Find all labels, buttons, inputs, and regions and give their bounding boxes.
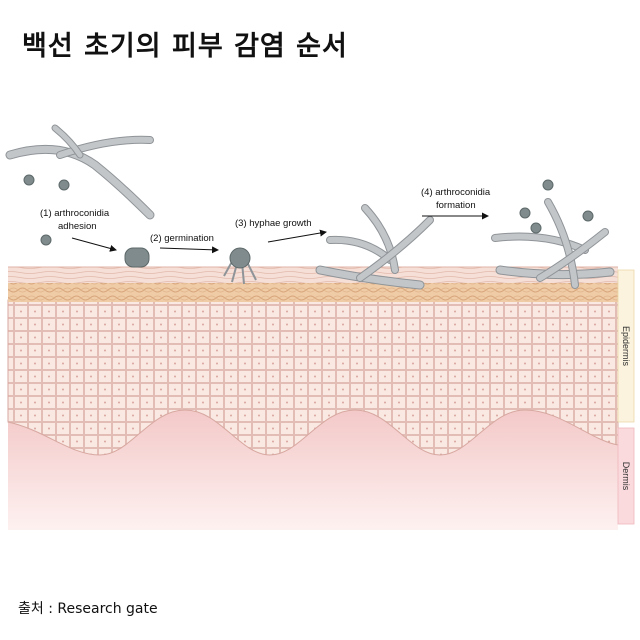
hyphae-top-left	[5, 124, 155, 220]
step4-label-line2: formation	[436, 200, 476, 211]
step3-arrow	[267, 229, 327, 243]
page-title: 백선 초기의 피부 감염 순서	[22, 31, 348, 62]
dermis-label: Dermis	[621, 462, 631, 491]
step1-label-line1: (1) arthroconidia	[40, 208, 110, 219]
step2-label: (2) germination	[150, 233, 214, 244]
source-credit: 출처 : Research gate	[18, 601, 158, 617]
new-arthroconidia	[519, 179, 594, 234]
adhered-spore	[124, 247, 150, 268]
stratum-corneum	[8, 267, 618, 283]
step1-arrow	[71, 237, 117, 252]
epidermis-label: Epidermis	[621, 326, 631, 367]
dermis-bar	[617, 427, 635, 525]
step1-label-line2: adhesion	[58, 221, 97, 232]
epidermis-bar	[617, 269, 635, 423]
step4-label-line1: (4) arthroconidia	[421, 187, 491, 198]
infection-diagram: Epidermis Dermis	[5, 124, 635, 530]
arthroconidia-cluster	[491, 198, 615, 289]
cell-layer	[7, 299, 619, 456]
germinating-spore	[223, 247, 257, 285]
spores-floating	[23, 174, 70, 246]
step2-arrow	[159, 246, 219, 254]
hyphae-growth-cluster	[315, 204, 434, 290]
step3-label: (3) hyphae growth	[235, 218, 312, 229]
granular-layer	[8, 282, 618, 302]
